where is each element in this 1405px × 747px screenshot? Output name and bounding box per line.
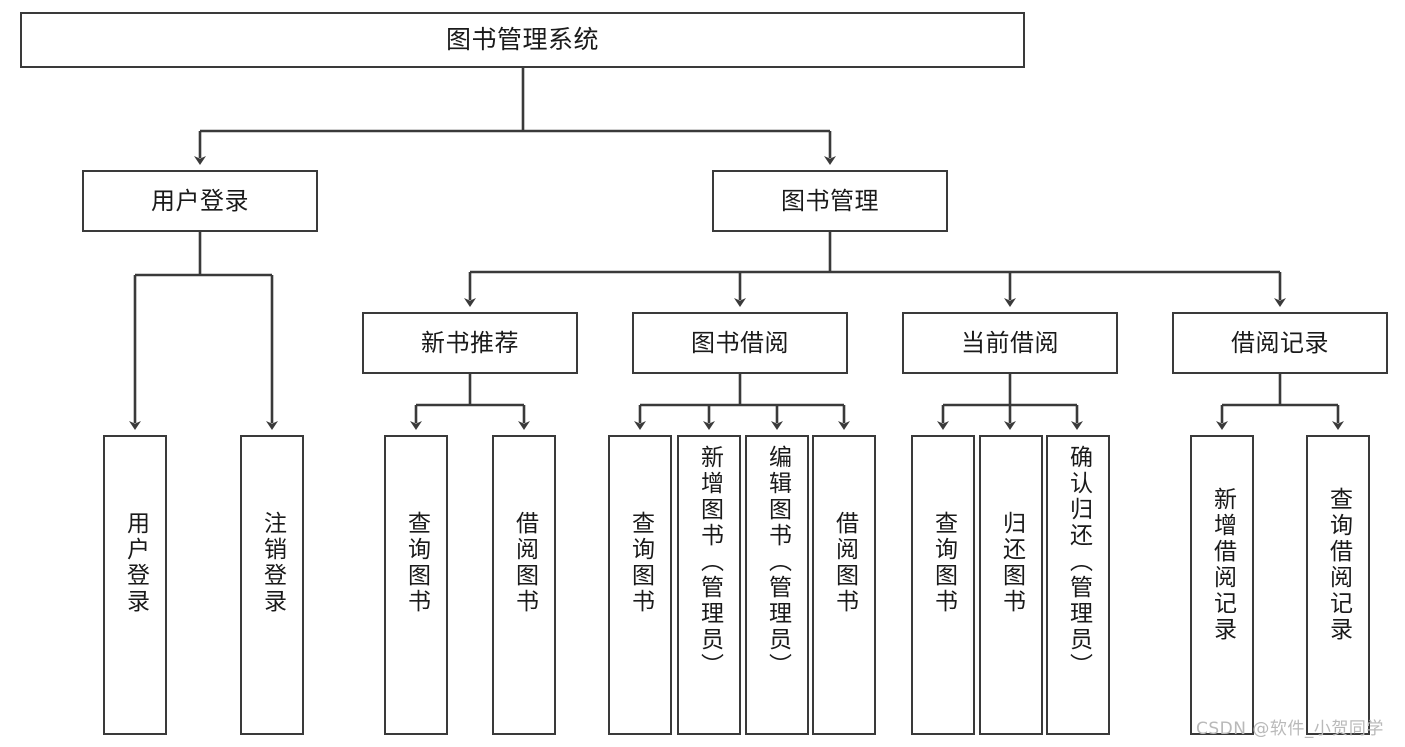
leaf-record-add-borrow-record[interactable]: 新增借阅记录 [1190, 435, 1254, 735]
node-book-management[interactable]: 图书管理 [712, 170, 948, 232]
node-root-book-management-system[interactable]: 图书管理系统 [20, 12, 1025, 68]
node-label: 图书借阅 [691, 328, 789, 357]
leaf-current-query-books[interactable]: 查询图书 [911, 435, 975, 735]
leaf-label: 查询图书 [930, 511, 957, 615]
leaf-user-login-login[interactable]: 用户登录 [103, 435, 167, 735]
node-label: 借阅记录 [1231, 328, 1329, 357]
node-label: 用户登录 [151, 186, 249, 215]
node-current-borrow[interactable]: 当前借阅 [902, 312, 1118, 374]
leaf-current-return-books[interactable]: 归还图书 [979, 435, 1043, 735]
leaf-label: 借阅图书 [831, 511, 858, 615]
leaf-borrow-add-book-admin[interactable]: 新增图书（管理员） [677, 435, 741, 735]
leaf-label: 编辑图书（管理员） [764, 445, 791, 679]
node-label: 图书管理 [781, 186, 879, 215]
leaf-label: 归还图书 [998, 511, 1025, 615]
node-borrow-record[interactable]: 借阅记录 [1172, 312, 1388, 374]
node-label: 新书推荐 [421, 328, 519, 357]
leaf-borrow-query-books[interactable]: 查询图书 [608, 435, 672, 735]
csdn-watermark: CSDN @软件_小贺同学 [1196, 719, 1384, 739]
leaf-borrow-edit-book-admin[interactable]: 编辑图书（管理员） [745, 435, 809, 735]
leaf-label: 新增借阅记录 [1209, 487, 1236, 643]
node-book-borrow[interactable]: 图书借阅 [632, 312, 848, 374]
leaf-label: 查询图书 [627, 511, 654, 615]
leaf-label: 查询借阅记录 [1325, 487, 1352, 643]
node-label: 图书管理系统 [445, 25, 599, 55]
leaf-label: 注销登录 [259, 511, 286, 615]
leaf-borrow-borrow-books[interactable]: 借阅图书 [812, 435, 876, 735]
node-user-login[interactable]: 用户登录 [82, 170, 318, 232]
node-label: 当前借阅 [961, 328, 1059, 357]
leaf-new-book-borrow-books[interactable]: 借阅图书 [492, 435, 556, 735]
leaf-current-confirm-return-admin[interactable]: 确认归还（管理员） [1046, 435, 1110, 735]
leaf-record-query-borrow-record[interactable]: 查询借阅记录 [1306, 435, 1370, 735]
leaf-new-book-query-books[interactable]: 查询图书 [384, 435, 448, 735]
leaf-label: 确认归还（管理员） [1065, 445, 1092, 679]
leaf-label: 借阅图书 [511, 511, 538, 615]
leaf-user-login-logout[interactable]: 注销登录 [240, 435, 304, 735]
leaf-label: 查询图书 [403, 511, 430, 615]
node-new-book-recommendation[interactable]: 新书推荐 [362, 312, 578, 374]
leaf-label: 用户登录 [122, 511, 149, 615]
leaf-label: 新增图书（管理员） [696, 445, 723, 679]
